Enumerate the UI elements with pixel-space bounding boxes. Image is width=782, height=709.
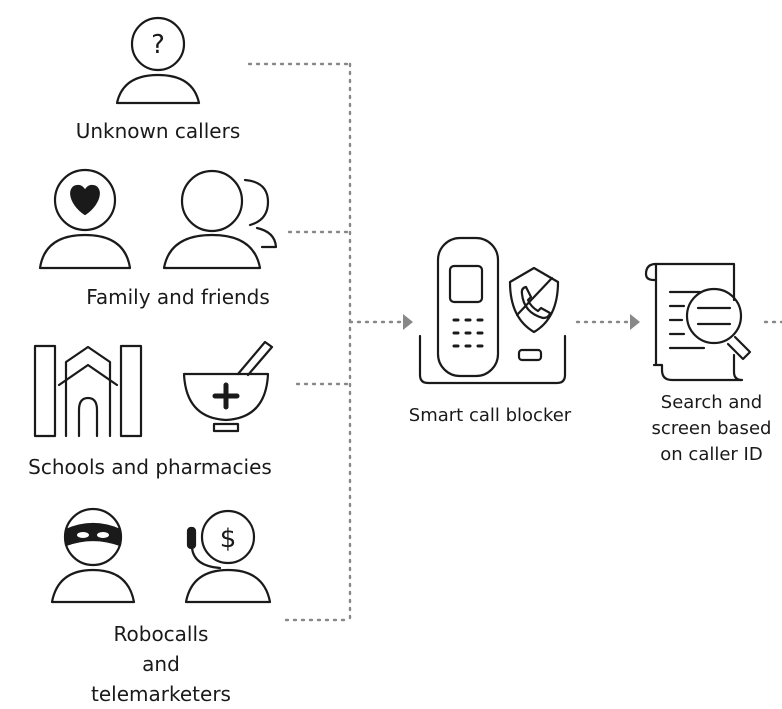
label-search-screen: Search and screen based on caller ID [641, 390, 782, 468]
svg-text:?: ? [151, 30, 165, 60]
label-robocalls-line2: and [142, 652, 180, 676]
people-icon [162, 169, 278, 270]
label-robocalls: Robocalls and telemarketers [61, 619, 261, 709]
label-unknown-callers: Unknown callers [75, 119, 241, 143]
document-search-icon [644, 262, 752, 382]
heart-person-icon [38, 168, 132, 270]
label-smart-call-blocker: Smart call blocker [408, 405, 572, 426]
label-search-line3: on caller ID [660, 444, 763, 465]
svg-text:$: $ [220, 524, 237, 554]
school-building-icon [33, 344, 143, 438]
arrow-to-blocker [403, 314, 413, 330]
label-robocalls-line1: Robocalls [113, 622, 209, 646]
masked-person-icon [50, 507, 136, 604]
phone-shield-icon [418, 236, 567, 385]
label-family-friends: Family and friends [86, 285, 270, 309]
label-search-line1: Search and [660, 392, 763, 413]
arrow-to-screen [630, 314, 640, 330]
pharmacy-mortar-icon [182, 340, 274, 433]
question-person-icon: ? [115, 16, 201, 105]
label-search-line2: screen based [651, 418, 772, 439]
telemarketer-icon: $ [184, 509, 272, 604]
label-robocalls-line3: telemarketers [91, 682, 231, 706]
label-schools-pharmacies: Schools and pharmacies [28, 455, 272, 479]
